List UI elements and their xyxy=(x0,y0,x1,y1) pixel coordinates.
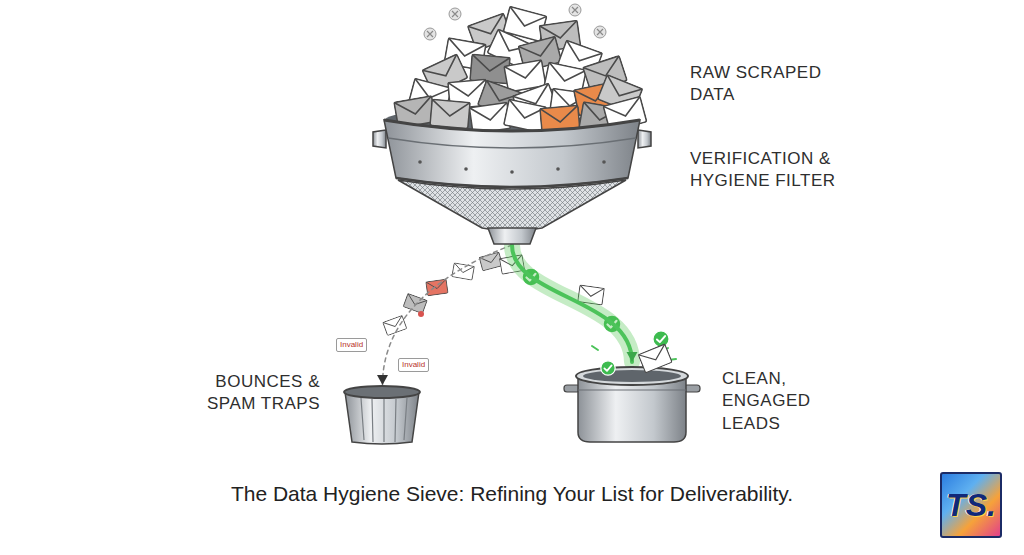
illustration-part xyxy=(602,160,606,164)
illustration-part xyxy=(424,4,606,40)
sieve-node: RAW SCRAPED DATAVERIFICATION & HYGIENE F… xyxy=(372,0,652,245)
illustration-part xyxy=(464,167,468,171)
pot-illustration xyxy=(562,362,702,445)
stage-label: VERIFICATION & HYGIENE FILTER xyxy=(690,148,870,193)
illustration-part xyxy=(373,130,386,148)
illustration-part xyxy=(479,252,502,271)
illustration-part xyxy=(576,367,688,385)
illustration-part xyxy=(396,178,628,187)
flow-glow xyxy=(512,245,632,362)
illustration-part xyxy=(345,392,419,444)
illustration-part xyxy=(403,294,427,314)
illustration-part xyxy=(418,311,424,317)
illustration-part xyxy=(578,389,686,390)
illustration-part xyxy=(394,4,647,135)
logo-text: TS. xyxy=(940,472,1002,538)
arrow-head xyxy=(627,352,638,362)
illustration-part xyxy=(388,138,636,148)
flow-line xyxy=(383,245,513,385)
trash-can-node: BOUNCES & SPAM TRAPS xyxy=(340,385,425,445)
illustration-part xyxy=(510,170,514,174)
sieve-illustration xyxy=(372,0,652,245)
illustration-part xyxy=(556,167,560,171)
illustration-part xyxy=(361,398,407,442)
illustration-part xyxy=(638,130,651,148)
illustration-part xyxy=(430,99,470,128)
illustration-part xyxy=(452,263,474,280)
illustration-part xyxy=(583,370,681,382)
illustration-part xyxy=(653,331,669,347)
illustration-part xyxy=(383,316,407,336)
flow-line xyxy=(512,245,632,362)
flow-connector xyxy=(377,245,512,385)
invalid-tag: Invalid xyxy=(398,358,429,372)
stage-label: CLEAN, ENGAGED LEADS xyxy=(722,368,826,435)
pot-node: CLEAN, ENGAGED LEADS xyxy=(562,362,702,445)
trash-can-illustration xyxy=(340,385,425,445)
flow-connector xyxy=(512,245,638,362)
illustration-part xyxy=(488,228,536,244)
illustration-part xyxy=(344,386,420,398)
stage-label: BOUNCES & SPAM TRAPS xyxy=(190,371,320,416)
caption: The Data Hygiene Sieve: Refining Your Li… xyxy=(0,481,1024,506)
illustration-part xyxy=(418,160,606,174)
invalid-tag: Invalid xyxy=(336,338,367,352)
illustration-part xyxy=(601,361,615,375)
illustration-part xyxy=(426,279,448,296)
arrow-head xyxy=(377,375,388,385)
illustration-part xyxy=(427,7,603,37)
illustration-part xyxy=(384,120,640,187)
illustration-part xyxy=(418,160,422,164)
stage-label: RAW SCRAPED DATA xyxy=(690,62,830,107)
illustration-part xyxy=(384,120,640,131)
illustration-part xyxy=(638,344,672,373)
